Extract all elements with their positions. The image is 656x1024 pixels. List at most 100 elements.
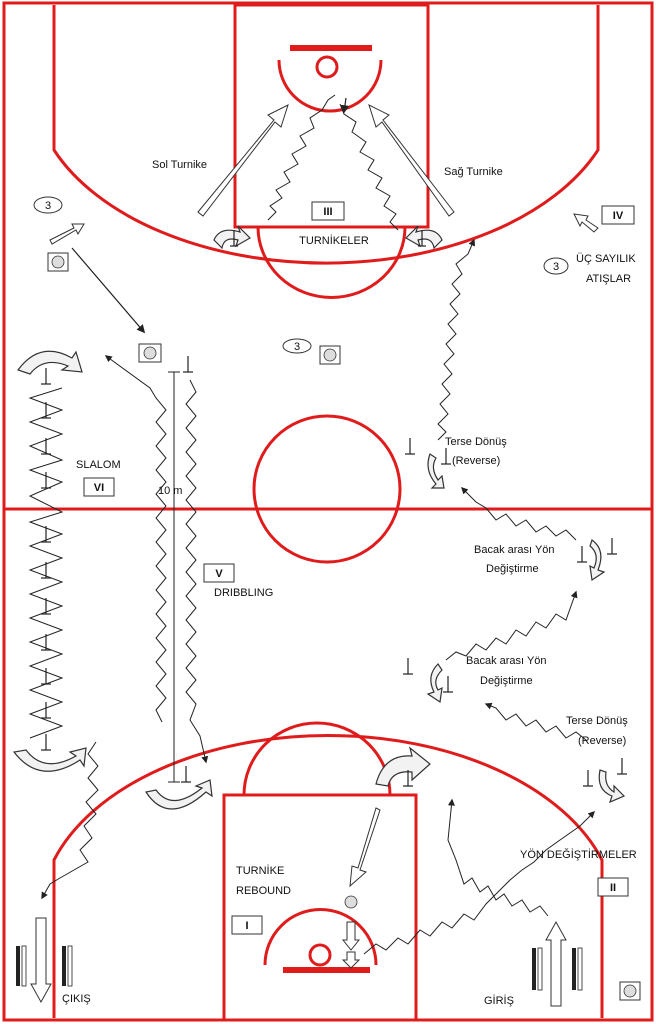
reverse-player-2 [583, 758, 627, 787]
reverse-to-crossover-zigzag [484, 702, 587, 741]
rebound-curl [375, 746, 431, 787]
crossover-stations: Bacak arası Yön Değiştirme Bacak arası Y… [403, 538, 628, 804]
left-layup-arrow [197, 104, 289, 217]
ball-center [323, 348, 337, 362]
exit-zigzag [41, 741, 99, 900]
ball-left [51, 255, 65, 269]
station-slalom: SLALOM VI [12, 350, 121, 772]
rebound-player [403, 770, 413, 787]
marker-3c-label: 3 [553, 261, 559, 273]
station-I-box [231, 915, 263, 935]
station-exit: ÇIKIŞ [16, 741, 99, 1005]
yon-degistirmeler-label: YÖN DEĞİŞTİRMELER [520, 848, 637, 861]
marker-cone-3b [282, 338, 312, 354]
entry-cones [532, 947, 583, 991]
entry-zigzag-right [447, 798, 549, 917]
right-layup-arrow [368, 104, 455, 217]
reverse-2-label: (Reverse) [578, 735, 626, 747]
station-IV-box [601, 205, 635, 225]
bacak-arasi-2b-label: Değiştirme [480, 675, 533, 687]
right-layup-player-curl [405, 225, 443, 250]
ball-center-left [143, 346, 157, 360]
rebound-down-arrow [341, 921, 361, 951]
dribble-end-player [181, 766, 191, 783]
dribble-start-player [183, 356, 193, 373]
top-three-point-arc [52, 5, 600, 265]
reverse-1-label: (Reverse) [452, 455, 500, 467]
station-VI-box [83, 477, 115, 497]
marker-cone-3c [543, 257, 569, 275]
marker-3b-label: 3 [294, 341, 300, 353]
marker-cone-3a [33, 196, 63, 214]
station-V-box [203, 563, 235, 583]
cikis-label: ÇIKIŞ [62, 993, 91, 1005]
turnike-label: TURNİKE [236, 864, 284, 877]
top-hoop [315, 55, 339, 79]
dribble-turn-curl [145, 779, 213, 810]
rebound-ball [344, 895, 358, 909]
left-layup-dribble-path [267, 94, 336, 221]
center-circle [252, 414, 402, 564]
station-III-box [311, 201, 345, 221]
reverse-to-three-zigzag [437, 238, 476, 441]
ball-bottom-right [623, 984, 637, 998]
right-layup-player [418, 230, 426, 247]
station-IV-label: IV [613, 210, 624, 222]
slalom-weave [28, 387, 64, 739]
station-direction-changes: YÖN DEĞİŞTİRMELER II GİRİŞ [363, 798, 641, 1007]
station-layups: III TURNİKELER Sol Turnike Sağ Turnike [152, 94, 503, 250]
terse-donus-1-label: Terse Dönüş [445, 436, 507, 448]
atislar-label: ATIŞLAR [586, 273, 631, 285]
top-restricted-arc [277, 59, 383, 113]
top-free-throw-arc [256, 226, 407, 299]
bacak-arasi-1a-label: Bacak arası Yön [474, 544, 555, 556]
crossover-curl-2 [426, 663, 443, 704]
rebound-down-arrow-2 [341, 951, 361, 969]
right-dribble-path-upper: Terse Dönüş (Reverse) [405, 238, 577, 541]
entry-arrow [545, 920, 567, 1007]
reverse-curl-2 [598, 769, 626, 804]
dribbling-label: DRIBBLING [214, 587, 273, 599]
station-II-box [597, 877, 629, 897]
station-V-label: V [215, 568, 223, 580]
sol-turnike-label: Sol Turnike [152, 159, 207, 171]
sag-turnike-label: Sağ Turnike [444, 166, 503, 178]
exit-arrow [30, 917, 52, 1004]
station-VI-label: VI [94, 482, 104, 494]
bottom-restricted-arc [263, 908, 378, 966]
uc-sayilik-label: ÜÇ SAYILIK [576, 253, 636, 265]
rebound-arrow [349, 807, 381, 888]
entry-zigzag-left [363, 811, 595, 955]
bottom-free-throw-arc [242, 721, 392, 796]
crossover-to-crossover-zigzag [445, 590, 578, 661]
reverse-player-1 [405, 438, 451, 465]
bacak-arasi-2a-label: Bacak arası Yön [466, 655, 547, 667]
rebound-label: REBOUND [236, 885, 291, 897]
outlet-pass-arrow [49, 223, 85, 245]
right-layup-dribble-path [339, 103, 399, 231]
dribble-down-zigzag [185, 379, 209, 764]
marker-3a-label: 3 [45, 200, 51, 212]
crossover-player-2 [403, 658, 453, 693]
bottom-hoop [308, 943, 332, 967]
reverse-curl-1 [427, 453, 445, 489]
bottom-three-point-arc [52, 733, 604, 1018]
bacak-arasi-1b-label: Değiştirme [486, 563, 539, 575]
exit-cones [16, 945, 73, 987]
giris-label: GİRİŞ [484, 994, 514, 1007]
crossover-curl-1 [589, 539, 606, 582]
turnikeler-label: TURNİKELER [299, 234, 369, 247]
ten-m-label: 10 m [158, 485, 182, 497]
left-layup-player-curl [213, 225, 251, 250]
pass-to-center-line [71, 247, 146, 334]
slalom-label: SLALOM [76, 459, 121, 471]
crossover-to-reverse-zigzag [461, 487, 577, 541]
station-layup-rebound: TURNİKE REBOUND I [231, 746, 431, 969]
station-I-label: I [245, 920, 248, 932]
station-III-label: III [323, 206, 332, 218]
crossover-player-1 [577, 538, 617, 563]
top-key [233, 3, 430, 229]
